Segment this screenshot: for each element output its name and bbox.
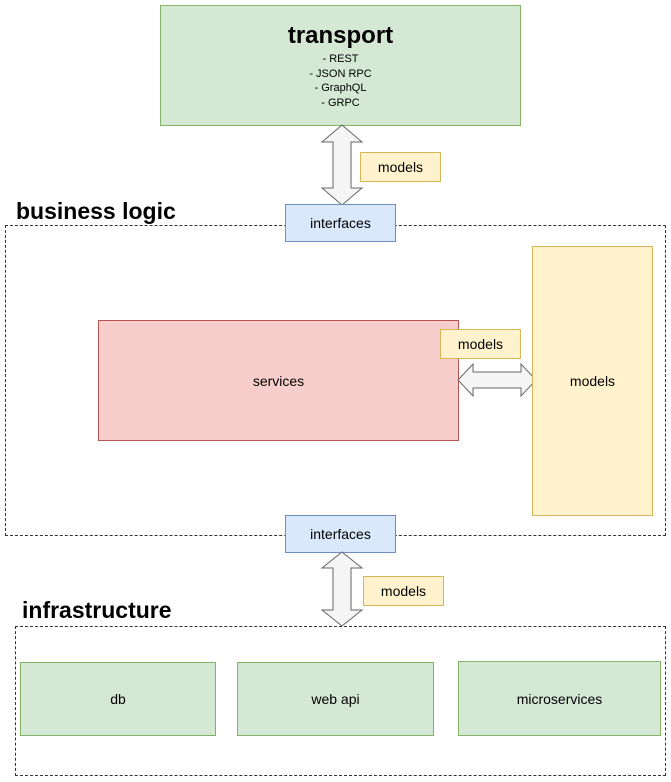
transport-protocol-list: - REST - JSON RPC - GraphQL - GRPC: [309, 52, 371, 110]
db-node[interactable]: db: [20, 662, 216, 736]
services-models-tag[interactable]: models: [440, 329, 521, 359]
interfaces-infrastructure-arrow: [320, 551, 364, 627]
protocol-item: - GRPC: [321, 96, 360, 109]
transport-title: transport: [287, 22, 394, 49]
interfaces-bottom-node[interactable]: interfaces: [285, 515, 396, 553]
services-models-arrow: [457, 362, 537, 398]
services-node[interactable]: services: [98, 320, 459, 441]
protocol-item: - REST: [322, 53, 359, 65]
transport-models-tag[interactable]: models: [360, 152, 441, 182]
infrastructure-label: infrastructure: [22, 597, 172, 623]
transport-interfaces-arrow: [320, 124, 364, 206]
protocol-item: - GraphQL: [314, 82, 367, 94]
models-node[interactable]: models: [532, 246, 653, 516]
transport-node[interactable]: transport - REST - JSON RPC - GraphQL - …: [160, 5, 521, 126]
web-api-node[interactable]: web api: [237, 662, 434, 736]
infrastructure-models-tag[interactable]: models: [363, 576, 444, 606]
infrastructure-group[interactable]: [15, 626, 666, 776]
microservices-node[interactable]: microservices: [458, 661, 661, 736]
interfaces-top-node[interactable]: interfaces: [285, 204, 396, 242]
business-logic-label: business logic: [16, 198, 176, 224]
protocol-item: - JSON RPC: [309, 67, 372, 80]
